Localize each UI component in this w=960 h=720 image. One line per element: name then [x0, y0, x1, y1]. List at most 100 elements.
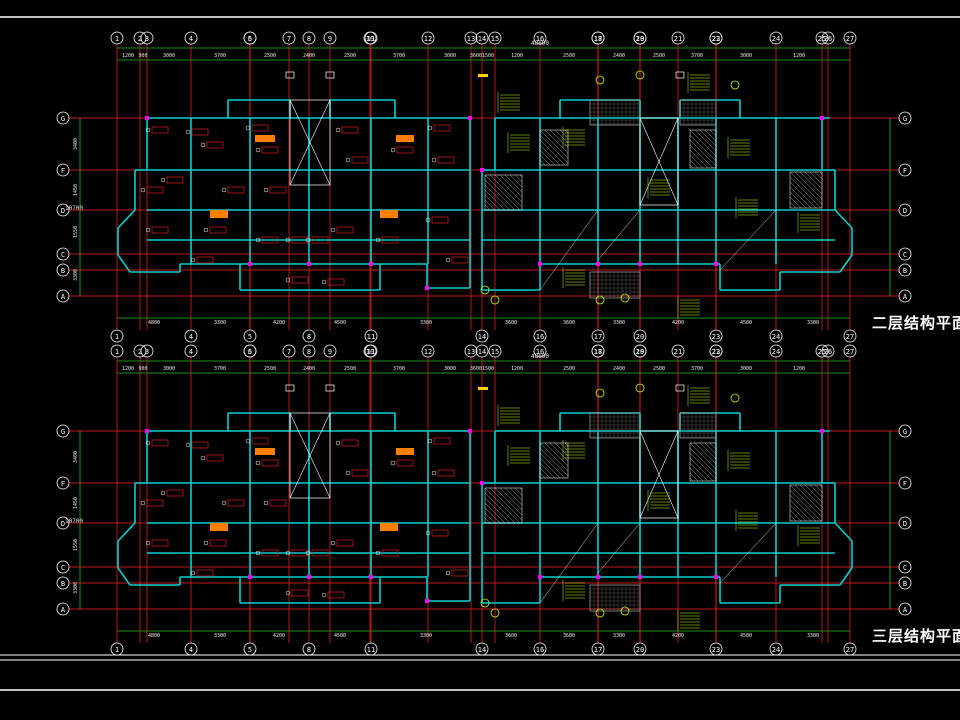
- wall-segment: [117, 522, 136, 542]
- beam-tag: [151, 226, 169, 234]
- grid-label: 10: [366, 348, 374, 356]
- grid-label: 5: [248, 333, 252, 341]
- dim-top-value: 900: [138, 53, 147, 59]
- dim-top-value: 3000: [740, 53, 752, 59]
- beam-tag-bubble: [335, 440, 341, 446]
- grid-label: 2: [138, 348, 142, 356]
- grid-bubble: [243, 344, 257, 358]
- beam-tag-bubble: [203, 540, 209, 546]
- grid-label: A: [61, 293, 66, 301]
- hatch-line: [539, 442, 569, 472]
- wall-segment: [117, 567, 131, 586]
- beam-tag: [269, 499, 287, 507]
- grid-label: B: [61, 267, 65, 275]
- dim-top-value: 2500: [264, 366, 276, 372]
- grid-bubble: [815, 344, 829, 358]
- hatch-line: [704, 442, 717, 455]
- grid-bubble: [56, 247, 70, 261]
- highlight-bar: [380, 210, 398, 218]
- grid-label: 18: [594, 348, 602, 356]
- section-marker: [480, 285, 490, 295]
- plan-title-2f: 二层结构平面布: [872, 314, 960, 332]
- hatch-line: [789, 176, 822, 209]
- grid-bubble: [110, 642, 124, 656]
- dim-top-value: 2500: [563, 53, 575, 59]
- grid-bubble: [843, 329, 857, 343]
- hatch-line: [554, 442, 569, 457]
- column: [248, 575, 252, 579]
- grid-bubble: [323, 344, 337, 358]
- beam-tag-bubble: [427, 438, 433, 444]
- hatch-line: [544, 442, 569, 467]
- grid-bubble: [709, 31, 723, 45]
- dim-top-value: 2400: [303, 53, 315, 59]
- beam-tag-bubble: [263, 500, 269, 506]
- beam-tag-bubble: [200, 142, 206, 148]
- hatch-line: [704, 129, 717, 142]
- hatch-line: [694, 442, 717, 465]
- dim-bottom-value: 3300: [214, 320, 226, 326]
- grid-label: 2: [138, 35, 142, 43]
- dim-bottom-value: 3300: [420, 633, 432, 639]
- hatch-line: [804, 171, 823, 190]
- grid-bubble: [898, 263, 912, 277]
- beam-tag-bubble: [375, 237, 381, 243]
- grid-bubble: [898, 289, 912, 303]
- beam-tag: [336, 226, 354, 234]
- hatch-line: [484, 199, 496, 211]
- grid-bubble: [56, 289, 70, 303]
- beam-tag-bubble: [185, 129, 191, 135]
- beam-tag: [341, 126, 359, 134]
- beam-tag-bubble: [160, 490, 166, 496]
- slab-diagonal: [597, 522, 641, 574]
- hatch-line: [689, 457, 714, 482]
- grid-label: F: [61, 480, 65, 488]
- hatch-line: [689, 154, 704, 169]
- hatch-line: [559, 129, 569, 139]
- beam-tag: [191, 128, 209, 136]
- hatch-line: [494, 174, 523, 203]
- dim-bottom-value: 4500: [334, 320, 346, 326]
- grid-bubble: [184, 31, 198, 45]
- grid-bubble: [464, 31, 478, 45]
- hatch-line: [819, 171, 823, 175]
- beam-tag: [396, 146, 414, 154]
- column: [714, 262, 718, 266]
- hatch-line: [789, 504, 807, 522]
- grid-label: 9: [328, 35, 332, 43]
- grid-label: 11: [367, 348, 375, 356]
- grid-label: 14: [478, 333, 486, 341]
- grid-label: 27: [846, 333, 854, 341]
- grid-bubble: [898, 247, 912, 261]
- dim-top-value: 1200: [511, 53, 523, 59]
- grid-bubble: [898, 203, 912, 217]
- stair-box: [639, 430, 679, 519]
- grid-label: 5: [248, 646, 252, 654]
- hatch-line: [504, 487, 523, 506]
- grid-label: 19: [636, 35, 644, 43]
- grid-label: G: [903, 428, 907, 436]
- dim-left-value: 1450: [73, 497, 79, 509]
- highlight-bar: [255, 448, 275, 455]
- hatch-line: [799, 484, 823, 508]
- section-marker: [490, 295, 500, 305]
- beam-tag: [336, 539, 354, 547]
- dim-bottom-value: 4200: [672, 633, 684, 639]
- grid-label: 18: [594, 35, 602, 43]
- hatch-line: [484, 497, 511, 524]
- dim-bottom-value: 4200: [672, 320, 684, 326]
- column: [538, 262, 542, 266]
- highlight-bar: [396, 448, 414, 455]
- beam-tag: [381, 549, 399, 557]
- grid-label: 7: [287, 35, 291, 43]
- beam-tag: [396, 459, 414, 467]
- column: [248, 262, 252, 266]
- beam-tag: [437, 156, 455, 164]
- grid-label: 24: [772, 646, 780, 654]
- hatch-line: [559, 442, 569, 452]
- grid-bubble: [898, 560, 912, 574]
- dim-bottom-value: 3600: [505, 633, 517, 639]
- grid-label: A: [903, 606, 908, 614]
- grid-label: 20: [636, 35, 644, 43]
